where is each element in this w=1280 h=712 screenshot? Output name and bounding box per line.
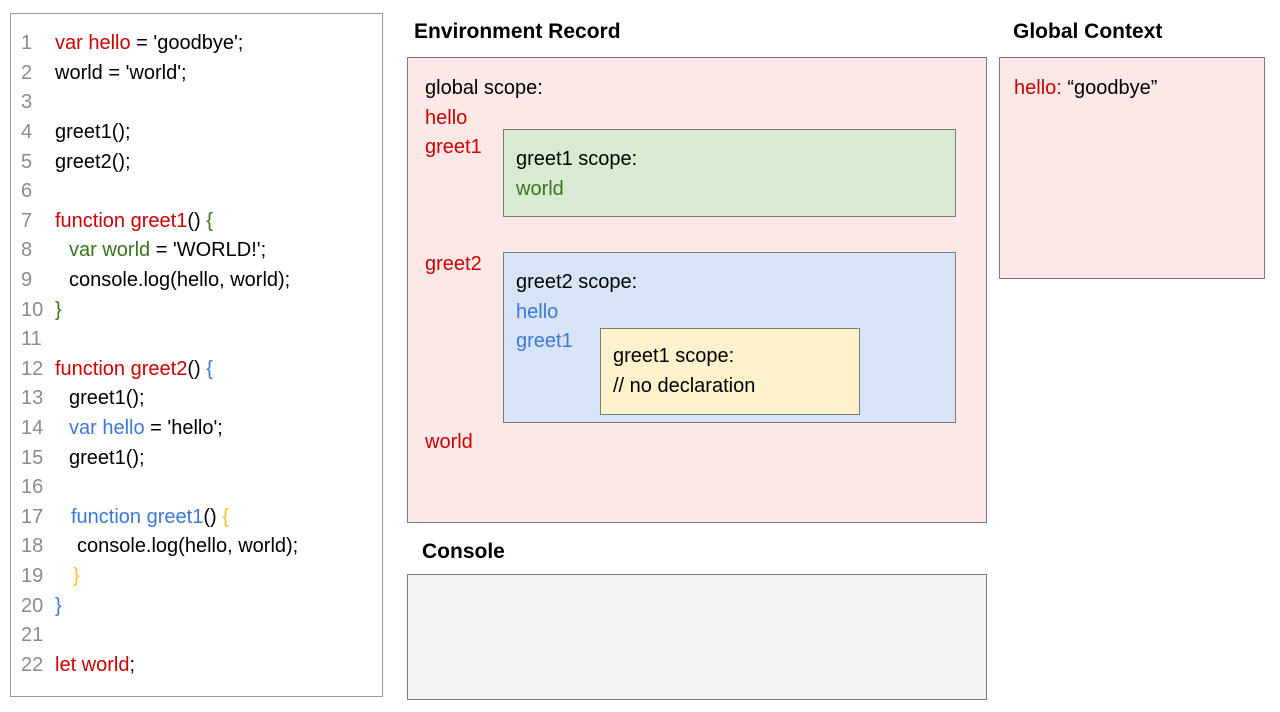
code-text: console.log(hello, world); — [77, 535, 299, 558]
global-context-title: Global Context — [1013, 20, 1163, 43]
console-box — [407, 574, 987, 700]
code-line: 14 var hello = 'hello'; — [11, 414, 382, 444]
code-line: 17 function greet1() { — [11, 503, 382, 533]
line-number: 16 — [21, 476, 44, 499]
code-line: 11 — [11, 325, 382, 355]
code-text: var world = 'WORLD!'; — [69, 239, 267, 262]
code-text: function greet2() { — [55, 357, 213, 380]
code-line: 12 function greet2() { — [11, 355, 382, 385]
line-number: 22 — [21, 653, 44, 676]
code-line: 20} — [11, 591, 382, 621]
code-line: 9 console.log(hello, world); — [11, 266, 382, 296]
code-line: 3 — [11, 88, 382, 118]
line-number: 7 — [21, 209, 33, 232]
line-number: 10 — [21, 298, 44, 321]
code-text: } — [55, 298, 62, 321]
code-line: 2 world = 'world'; — [11, 59, 382, 89]
line-number: 3 — [21, 91, 33, 114]
code-text: greet1(); — [69, 446, 145, 469]
console-title: Console — [422, 540, 505, 563]
environment-record-box: global scope: hello greet1 greet1 scope:… — [407, 57, 987, 523]
line-number: 1 — [21, 32, 33, 55]
greet1-inner-scope-label: greet1 scope: — [613, 345, 735, 368]
global-var-greet1: greet1 — [425, 136, 482, 159]
code-panel: 1 var hello = 'goodbye'; 2 world = 'world';… — [10, 13, 383, 697]
code-lines: 1 var hello = 'goodbye'; 2 world = 'world';… — [11, 29, 382, 680]
line-number: 15 — [21, 446, 44, 469]
greet2-scope-label: greet2 scope: — [516, 271, 638, 294]
code-line: 13 greet1(); — [11, 384, 382, 414]
code-line: 6 — [11, 177, 382, 207]
line-number: 13 — [21, 387, 44, 410]
code-line: 22 let world; — [11, 650, 382, 680]
global-context-entry-key: hello: — [1014, 77, 1062, 100]
code-text: greet1(); — [69, 387, 145, 410]
code-line: 1 var hello = 'goodbye'; — [11, 29, 382, 59]
greet1-scope-box: greet1 scope: world — [503, 129, 956, 217]
code-text: function greet1() { — [55, 209, 213, 232]
line-number: 2 — [21, 61, 33, 84]
line-number: 17 — [21, 505, 44, 528]
line-number: 11 — [21, 328, 42, 351]
line-number: 6 — [21, 180, 33, 203]
global-scope-lines: global scope: hello greet1 — [425, 74, 543, 163]
code-text: greet2(); — [55, 150, 131, 173]
line-number: 19 — [21, 564, 44, 587]
greet2-scope-box: greet2 scope: hello greet1 greet1 scope:… — [503, 252, 956, 423]
greet1-scope-label: greet1 scope: — [516, 148, 638, 171]
code-line: 21 — [11, 621, 382, 651]
code-text: let world; — [55, 653, 136, 676]
line-number: 12 — [21, 357, 44, 380]
code-line: 7 function greet1() { — [11, 207, 382, 237]
global-context-entry-value: “goodbye” — [1061, 77, 1158, 100]
line-number: 18 — [21, 535, 44, 558]
line-number: 5 — [21, 150, 33, 173]
no-declaration-comment: // no declaration — [613, 374, 756, 397]
global-var-greet2: greet2 — [425, 253, 482, 276]
code-line: 15 greet1(); — [11, 443, 382, 473]
code-line: 5 greet2(); — [11, 147, 382, 177]
line-number: 4 — [21, 121, 33, 144]
line-number: 21 — [21, 624, 44, 647]
code-text: } — [73, 564, 80, 587]
global-var-world: world — [425, 431, 473, 454]
code-line: 19} — [11, 562, 382, 592]
code-text: world = 'world'; — [55, 61, 187, 84]
global-context-entry: hello: “goodbye” — [1014, 74, 1264, 104]
code-text: } — [55, 594, 62, 617]
greet1-inner-scope-box: greet1 scope: // no declaration — [600, 328, 860, 415]
environment-record-title: Environment Record — [414, 20, 621, 43]
greet2-var-hello: hello — [516, 300, 559, 323]
code-text: greet1(); — [55, 121, 131, 144]
line-number: 8 — [21, 239, 33, 262]
global-scope-label: global scope: — [425, 77, 543, 100]
code-line: 8 var world = 'WORLD!'; — [11, 236, 382, 266]
line-number: 14 — [21, 417, 44, 440]
code-line: 10} — [11, 295, 382, 325]
code-text: console.log(hello, world); — [69, 269, 291, 292]
code-text: var hello = 'goodbye'; — [55, 32, 244, 55]
line-number: 20 — [21, 594, 44, 617]
code-line: 4 greet1(); — [11, 118, 382, 148]
code-line: 16 — [11, 473, 382, 503]
line-number: 9 — [21, 269, 33, 292]
greet2-var-greet1: greet1 — [516, 330, 573, 353]
global-var-hello: hello — [425, 106, 468, 129]
greet1-var-world: world — [516, 177, 564, 200]
code-text: var hello = 'hello'; — [69, 417, 223, 440]
code-text: function greet1() { — [71, 505, 229, 528]
code-line: 18 console.log(hello, world); — [11, 532, 382, 562]
global-context-box: hello: “goodbye” — [999, 57, 1265, 279]
